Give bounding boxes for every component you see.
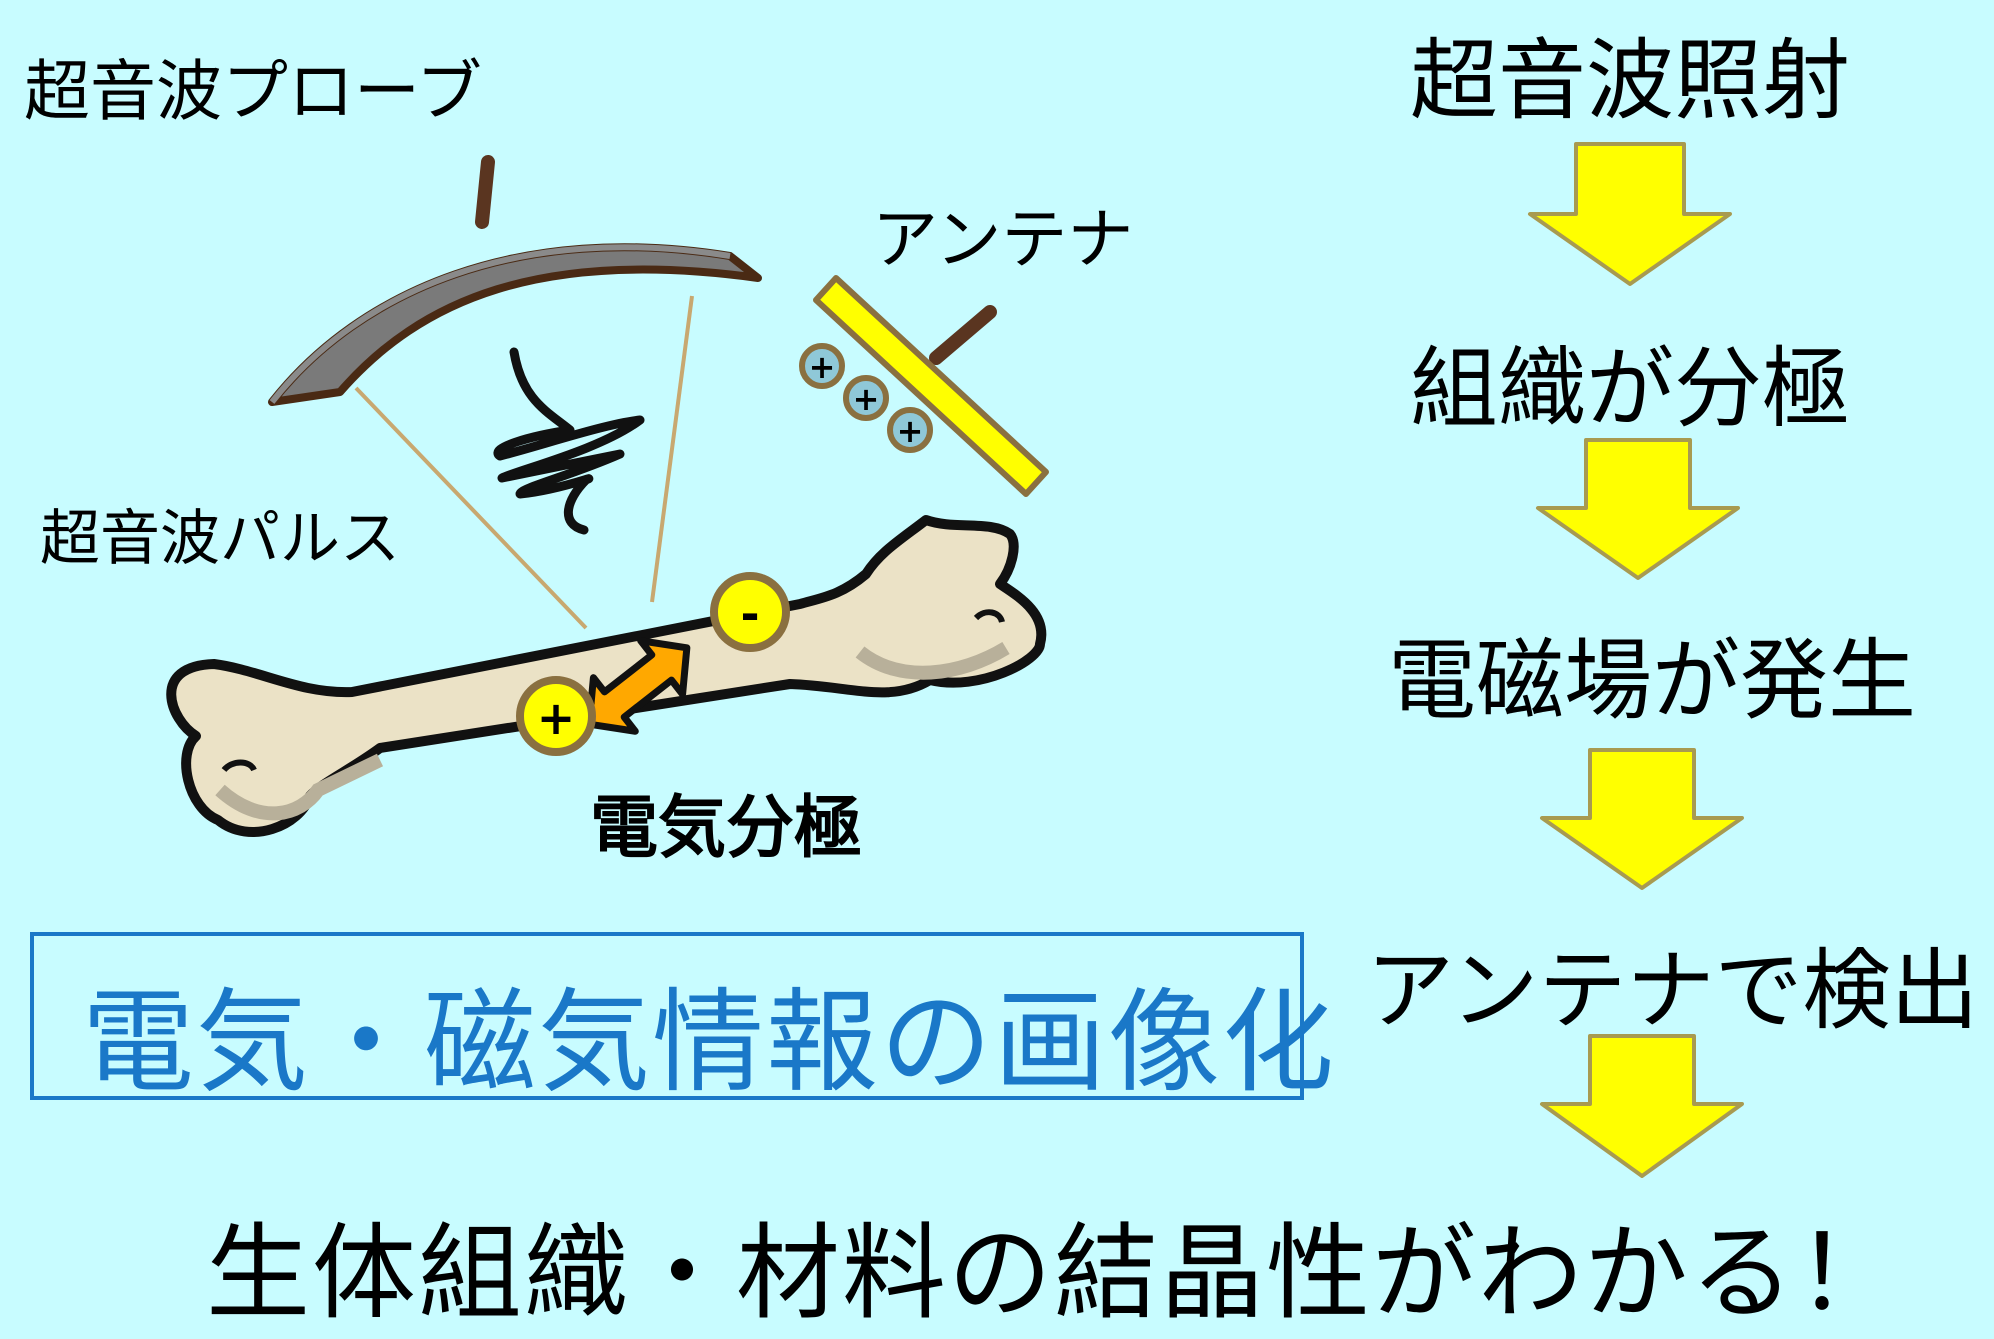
flow-arrow-icon — [1540, 1034, 1744, 1178]
flow-step-irradiation: 超音波照射 — [1410, 29, 1851, 132]
ultrasound-probe-icon — [268, 155, 762, 406]
minus-sign: - — [740, 587, 759, 641]
polarization-label: 電気分極 — [590, 789, 863, 868]
imaging-text: 電気・磁気情報の画像化 — [82, 978, 1336, 1108]
pulse-label: 超音波パルス — [40, 504, 400, 574]
plus-sign: + — [809, 348, 836, 386]
ultrasound-pulse-icon — [493, 347, 645, 535]
antenna-charges — [799, 343, 933, 453]
polarization-arrow-icon — [585, 637, 691, 735]
positive-charge — [516, 676, 596, 756]
flow-arrow-icon — [1528, 142, 1732, 286]
flow-arrow-icon — [1540, 748, 1744, 890]
flow-step-detection: アンテナで検出 — [1366, 939, 1979, 1042]
antenna-label: アンテナ — [872, 201, 1134, 278]
imaging-box: 電気・磁気情報の画像化 — [30, 932, 1334, 1108]
antenna-icon — [813, 275, 1049, 497]
plus-sign: + — [853, 380, 880, 418]
plus-sign: + — [537, 691, 576, 745]
flow-step-em-field: 電磁場が発生 — [1388, 629, 1917, 732]
diagram-canvas: + + + - + — [166, 142, 1744, 1178]
probe-label: 超音波プローブ — [24, 53, 483, 130]
ultrasound-beam — [354, 295, 694, 630]
plus-sign: + — [897, 412, 924, 450]
bone-icon — [166, 515, 1047, 837]
flow-arrow-icon — [1536, 438, 1740, 580]
flow-step-polarization: 組織が分極 — [1410, 337, 1851, 440]
negative-charge — [710, 572, 790, 652]
conclusion-text: 生体組織・材料の結晶性がわかる！ — [206, 1212, 1903, 1334]
